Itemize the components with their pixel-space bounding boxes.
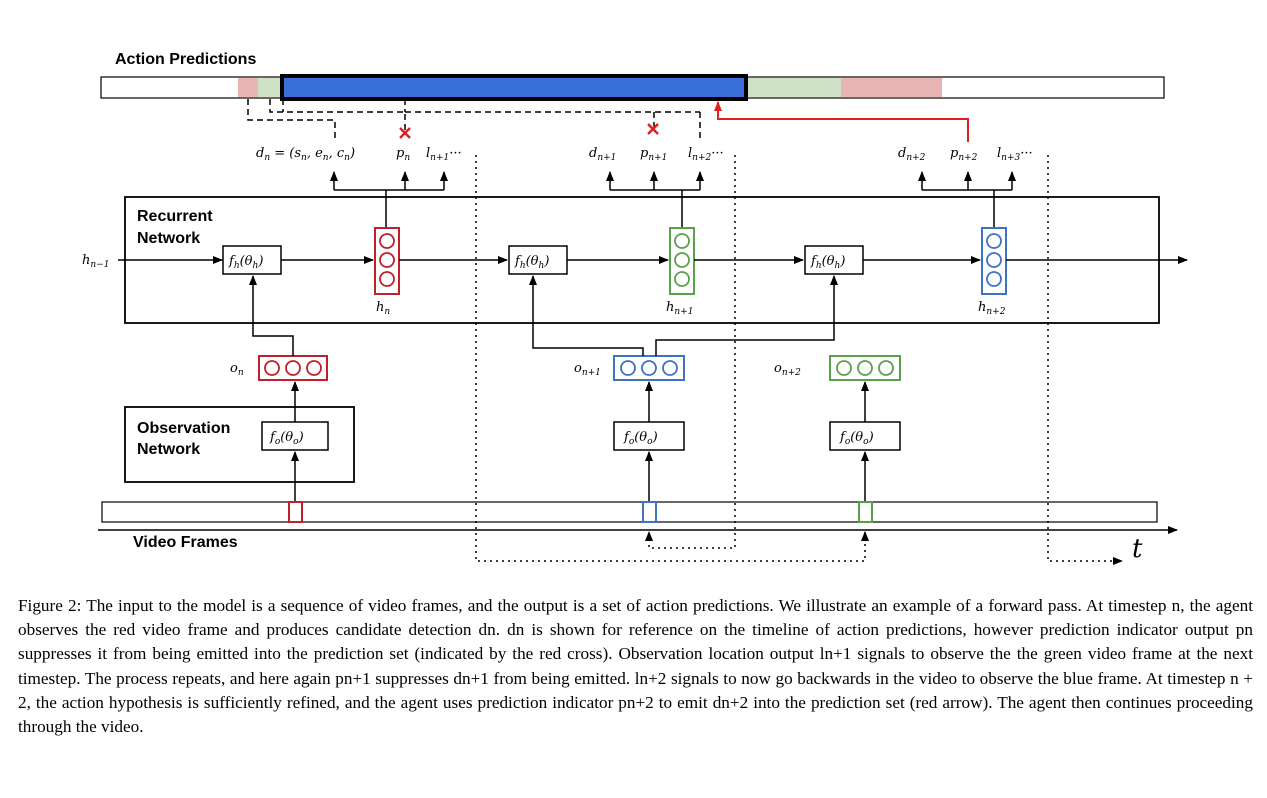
frame-blue <box>642 501 657 523</box>
prediction-segment-green-left <box>258 78 282 97</box>
ln3-label: ln+3··· <box>997 146 1033 163</box>
output-arrows-n1 <box>606 171 704 228</box>
hn1-label: hn+1 <box>666 300 693 317</box>
svg-text:fo(θo): fo(θo) <box>839 430 874 447</box>
ln2-label: ln+2··· <box>688 146 724 163</box>
svg-text:fo(θo): fo(θo) <box>623 430 658 447</box>
pn1-label: pn+1 <box>640 146 667 163</box>
hidden-state-hn <box>374 227 400 295</box>
action-predictions-label: Action Predictions <box>115 51 256 68</box>
dn-label: dn = (sn, en, cn) <box>256 146 355 163</box>
emit-arrow <box>714 101 969 142</box>
fh-box-n: fh(θh) <box>222 245 282 275</box>
observation-vector-on1 <box>613 355 685 381</box>
output-arrows-n <box>330 171 448 228</box>
prediction-segment-pink-right <box>841 78 942 97</box>
hn2-label: hn+2 <box>978 300 1006 317</box>
prediction-segment-emitted-blue <box>280 74 748 101</box>
on2-label: on+2 <box>774 361 801 378</box>
action-predictions-timeline <box>100 74 1165 101</box>
on-label: on <box>230 361 244 378</box>
recurrent-network-label-1: Recurrent <box>137 208 213 225</box>
time-axis-label: t <box>1132 534 1143 564</box>
recurrent-network-label-2: Network <box>137 230 200 247</box>
dn2-label: dn+2 <box>898 146 926 163</box>
observation-network-label-2: Network <box>137 441 200 458</box>
figure-diagram: Action Predictions dn = (sn, en, cn) pn … <box>82 51 1188 565</box>
output-arrows-n2 <box>918 171 1016 228</box>
observation-vector-on2 <box>829 355 901 381</box>
location-signal-ln3 <box>1047 155 1123 565</box>
fo-box-n2: fo(θo) <box>829 421 901 451</box>
prediction-segment-pink-left <box>238 78 258 97</box>
location-signal-ln1 <box>475 155 869 562</box>
svg-text:fh(θh): fh(θh) <box>228 254 263 271</box>
h-prev-label: hn−1 <box>82 253 109 270</box>
hidden-state-hn1 <box>669 227 695 295</box>
dn-p-connector <box>269 99 406 130</box>
fo-box-n1: fo(θo) <box>613 421 685 451</box>
suppress-cross-pn1 <box>647 123 659 135</box>
suppress-cross-pn <box>399 127 411 139</box>
video-frames-label: Video Frames <box>133 534 238 551</box>
observation-network-label-1: Observation <box>137 420 230 437</box>
frame-red <box>288 501 303 523</box>
video-frames-strip <box>101 501 1158 523</box>
observation-vector-on <box>258 355 328 381</box>
observation-network-box <box>124 406 355 483</box>
svg-text:fo(θo): fo(θo) <box>269 430 304 447</box>
figure-caption: Figure 2: The input to the model is a se… <box>18 596 1253 737</box>
svg-text:fh(θh): fh(θh) <box>514 254 549 271</box>
svg-text:fh(θh): fh(θh) <box>810 254 845 271</box>
ln1-label: ln+1··· <box>426 146 462 163</box>
prediction-segment-green-right <box>748 78 841 97</box>
fh-box-n1: fh(θh) <box>508 245 568 275</box>
fo-box-n: fo(θo) <box>261 421 329 451</box>
pn2-label: pn+2 <box>950 146 978 163</box>
fh-box-n2: fh(θh) <box>804 245 864 275</box>
location-signal-ln2 <box>645 155 736 549</box>
dn-reference-connector <box>247 99 336 142</box>
frame-green <box>858 501 873 523</box>
hn-label: hn <box>376 300 390 317</box>
on1-label: on+1 <box>574 361 601 378</box>
hidden-state-hn2 <box>981 227 1007 295</box>
pn-label: pn <box>396 146 410 163</box>
dn1-label: dn+1 <box>589 146 616 163</box>
